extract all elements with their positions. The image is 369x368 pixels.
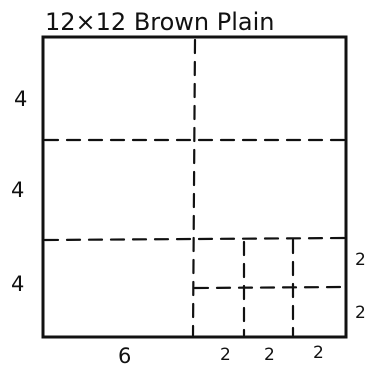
cut-line-horizontal-bottom-right [193,285,346,290]
paper-outline [41,35,348,339]
bottom-label-2a: 2 [220,345,231,365]
cut-line-vertical-center [191,38,197,337]
right-label-lower: 2 [355,303,366,323]
row-label-bottom: 4 [11,272,24,296]
row-label-top: 4 [14,87,27,111]
cut-line-horizontal-lower [43,236,346,242]
bottom-label-2b: 2 [264,345,275,365]
bottom-label-left: 6 [118,344,131,368]
row-label-middle: 4 [11,178,24,202]
diagram-title: 12×12 Brown Plain [45,8,275,36]
bottom-label-2c: 2 [313,343,324,363]
right-label-upper: 2 [355,250,366,270]
